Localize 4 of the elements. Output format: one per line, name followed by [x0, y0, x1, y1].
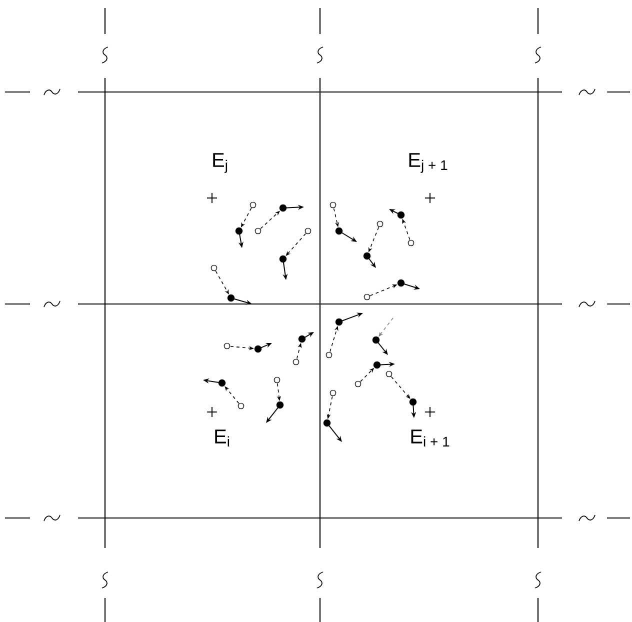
- cell-label: E$_{i}$: [215, 430, 230, 446]
- cell-label: E$_{i + 1}$: [411, 430, 450, 446]
- cell-label: E$_{j + 1}$: [409, 153, 448, 173]
- cell-label: E$_{j}$: [213, 153, 228, 173]
